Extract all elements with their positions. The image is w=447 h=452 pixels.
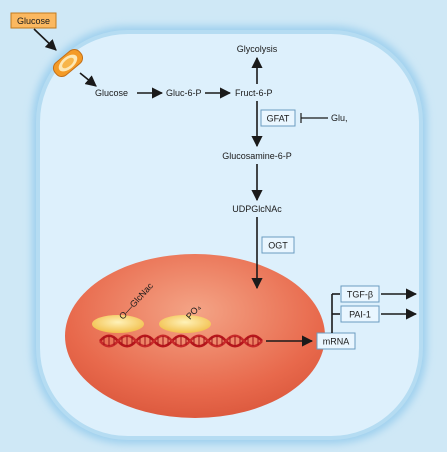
pai1-box: PAI-1 (340, 305, 380, 323)
pai1-label: PAI-1 (349, 310, 371, 320)
protein-blob-left (92, 315, 144, 333)
arrow-transporter-out (79, 72, 97, 87)
gfat-box: GFAT (260, 109, 296, 127)
glucose-outside-label: Glucose (17, 16, 50, 26)
ogt-label: OGT (268, 241, 288, 251)
glucose-inside-label: Glucose (95, 88, 128, 98)
tgfb-box: TGF-β (340, 285, 380, 303)
udpglcnac-label: UDPGlcNAc (232, 204, 282, 214)
mrna-box: mRNA (316, 332, 356, 350)
mrna-label: mRNA (323, 337, 350, 347)
dna-helix-icon (99, 334, 263, 348)
glucose-transporter-icon (52, 48, 84, 78)
ogt-box: OGT (261, 236, 295, 254)
arrow-glucose-in (33, 28, 57, 51)
glucosamine6p-label: Glucosamine-6-P (222, 151, 292, 161)
glucose-outside-box: Glucose (10, 12, 57, 29)
glycolysis-label: Glycolysis (237, 44, 278, 54)
gluc6p-label: Gluc-6-P (166, 88, 202, 98)
glu-label: Glu, (331, 113, 348, 123)
protein-blob-right (159, 315, 211, 333)
tgfb-label: TGF-β (347, 290, 373, 300)
fruct6p-label: Fruct-6-P (235, 88, 273, 98)
gfat-label: GFAT (267, 114, 290, 124)
